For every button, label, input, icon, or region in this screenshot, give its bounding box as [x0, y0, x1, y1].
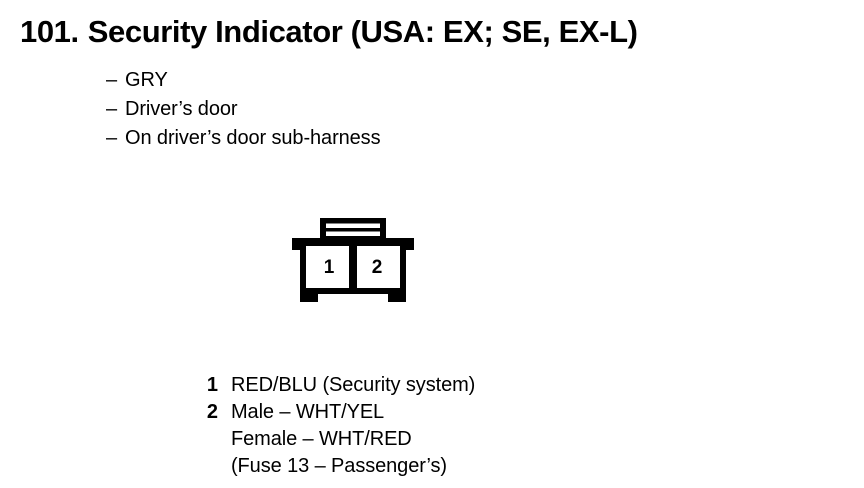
- spec-item-label: GRY: [125, 69, 168, 91]
- entry-number: 101.: [20, 14, 79, 49]
- connector-diagram: 1 2: [288, 216, 428, 316]
- spec-item-location: –Driver’s door: [106, 95, 380, 124]
- legend-row: 2 Male – WHT/YEL: [200, 399, 475, 426]
- connector-locking-tab: [320, 218, 386, 240]
- bullet-dash-icon: –: [106, 127, 118, 149]
- spec-list: –GRY –Driver’s door –On driver’s door su…: [106, 66, 381, 153]
- spec-item-harness: –On driver’s door sub-harness: [106, 124, 381, 153]
- connector-cavity-1-label: 1: [324, 257, 335, 278]
- legend-row-continuation: Female – WHT/RED: [200, 426, 475, 453]
- connector-body: [292, 238, 414, 302]
- entry-title: Security Indicator (USA: EX; SE, EX-L): [87, 14, 638, 49]
- legend-terminal-description: Male – WHT/YEL: [231, 401, 385, 423]
- page-title: 101.Security Indicator (USA: EX; SE, EX-…: [20, 13, 638, 51]
- spec-item-label: On driver’s door sub-harness: [125, 127, 381, 149]
- terminal-legend: 1 RED/BLU (Security system) 2 Male – WHT…: [200, 372, 475, 480]
- legend-terminal-description: RED/BLU (Security system): [231, 374, 476, 396]
- legend-terminal-number: 2: [206, 401, 218, 423]
- legend-terminal-description: (Fuse 13 – Passenger’s): [231, 455, 447, 477]
- bullet-dash-icon: –: [106, 98, 118, 120]
- connector-outline-icon: 1 2: [292, 218, 414, 302]
- spec-item-label: Driver’s door: [125, 98, 238, 120]
- spec-item-color: –GRY: [106, 66, 380, 95]
- legend-row: 1 RED/BLU (Security system): [200, 372, 475, 399]
- bullet-dash-icon: –: [106, 69, 118, 91]
- legend-terminal-description: Female – WHT/RED: [231, 428, 412, 450]
- connector-cavity-2-label: 2: [372, 257, 383, 278]
- connector-cavity-divider: [349, 244, 357, 290]
- legend-terminal-number: 1: [206, 374, 218, 396]
- legend-row-continuation: (Fuse 13 – Passenger’s): [200, 453, 475, 480]
